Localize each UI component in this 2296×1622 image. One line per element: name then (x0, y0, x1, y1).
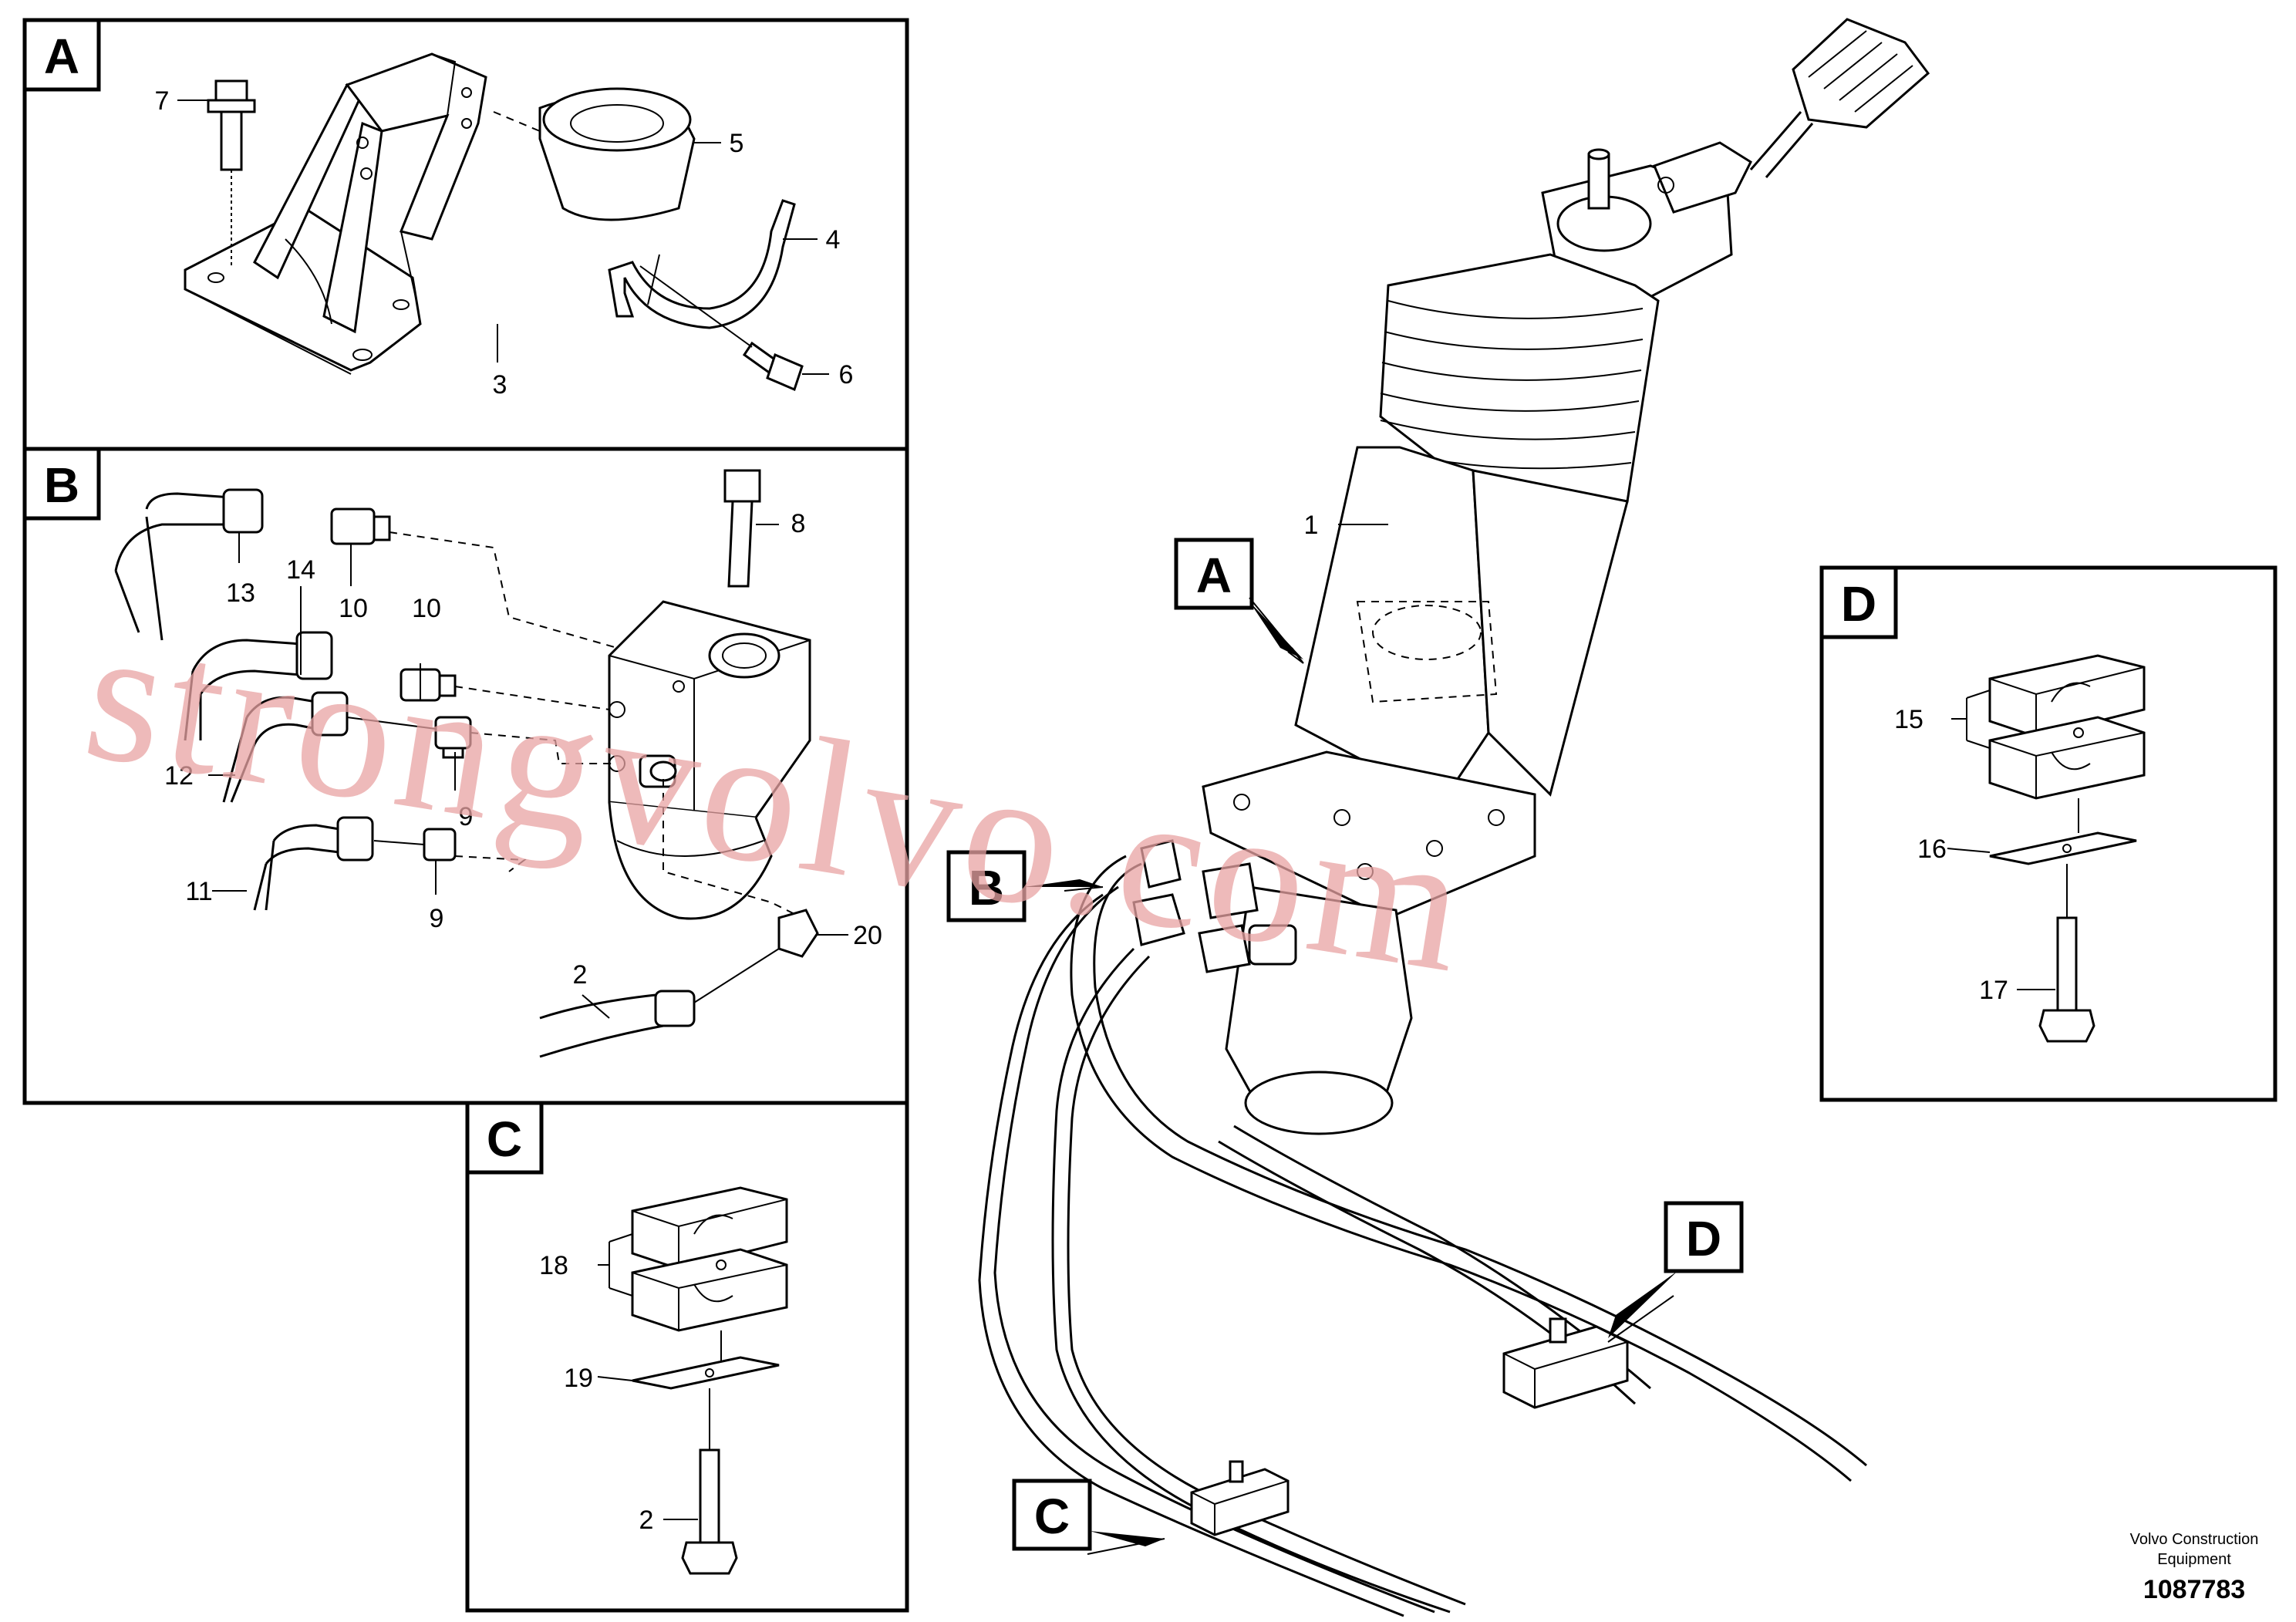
label-4: 4 (826, 225, 841, 255)
label-10b: 10 (412, 594, 441, 623)
inset-a-drawing (177, 52, 829, 392)
hose-14 (184, 631, 333, 741)
label-7: 7 (155, 86, 170, 116)
label-9b: 9 (430, 904, 444, 933)
label-19: 19 (564, 1364, 593, 1393)
svg-text:D: D (1686, 1211, 1721, 1266)
inset-b-drawing (114, 469, 848, 1058)
inset-d-frame (1819, 565, 2277, 1102)
bolt-7 (207, 79, 256, 266)
bolt-6 (742, 341, 804, 392)
callout-c: C (1012, 1479, 1165, 1551)
label-11: 11 (185, 877, 212, 906)
svg-text:B: B (969, 860, 1004, 916)
company-line-1: Volvo Construction (2130, 1531, 2259, 1548)
inset-a-letter: A (22, 18, 101, 92)
label-15: 15 (1894, 705, 1923, 734)
inset-c-frame (465, 1101, 909, 1613)
svg-text:B: B (44, 457, 79, 513)
fitting-10a (330, 508, 618, 649)
label-5: 5 (730, 129, 744, 158)
svg-text:A: A (1196, 548, 1232, 603)
clamp-4 (608, 199, 796, 329)
callout-b: B (946, 850, 1103, 922)
callout-d: D (1608, 1201, 1744, 1338)
fitting-9b (423, 828, 527, 872)
hose-13 (114, 488, 264, 641)
inset-d-drawing (1947, 654, 2146, 1043)
callout-a: A (1174, 538, 1303, 659)
company-line-2: Equipment (2157, 1551, 2231, 1568)
drawing-number: 1087783 (2143, 1575, 2245, 1604)
label-14: 14 (286, 555, 315, 585)
label-20: 20 (853, 921, 882, 950)
inset-c-letter: C (465, 1101, 544, 1175)
label-9a: 9 (459, 802, 474, 831)
inset-b-letter: B (22, 447, 101, 521)
label-13: 13 (226, 578, 255, 608)
label-2-b: 2 (573, 960, 588, 990)
label-3: 3 (493, 370, 507, 400)
svg-text:C: C (1034, 1489, 1070, 1544)
label-12: 12 (164, 761, 194, 791)
label-8: 8 (791, 509, 806, 538)
fitting-9a (434, 716, 617, 764)
cup-5 (538, 87, 696, 221)
label-2-c: 2 (639, 1506, 654, 1535)
inset-c-drawing (597, 1186, 788, 1575)
svg-text:A: A (44, 29, 79, 84)
label-17: 17 (1979, 976, 2008, 1005)
svg-text:C: C (487, 1111, 522, 1167)
inset-d-letter: D (1819, 565, 1898, 639)
label-10a: 10 (339, 594, 368, 623)
label-6: 6 (839, 360, 854, 389)
label-1: 1 (1304, 511, 1319, 540)
label-16: 16 (1917, 835, 1947, 864)
main-assembly (978, 18, 1930, 1617)
hose-12 (222, 691, 437, 803)
hose-11 (253, 816, 425, 911)
label-18: 18 (539, 1251, 568, 1280)
svg-text:D: D (1841, 576, 1876, 632)
